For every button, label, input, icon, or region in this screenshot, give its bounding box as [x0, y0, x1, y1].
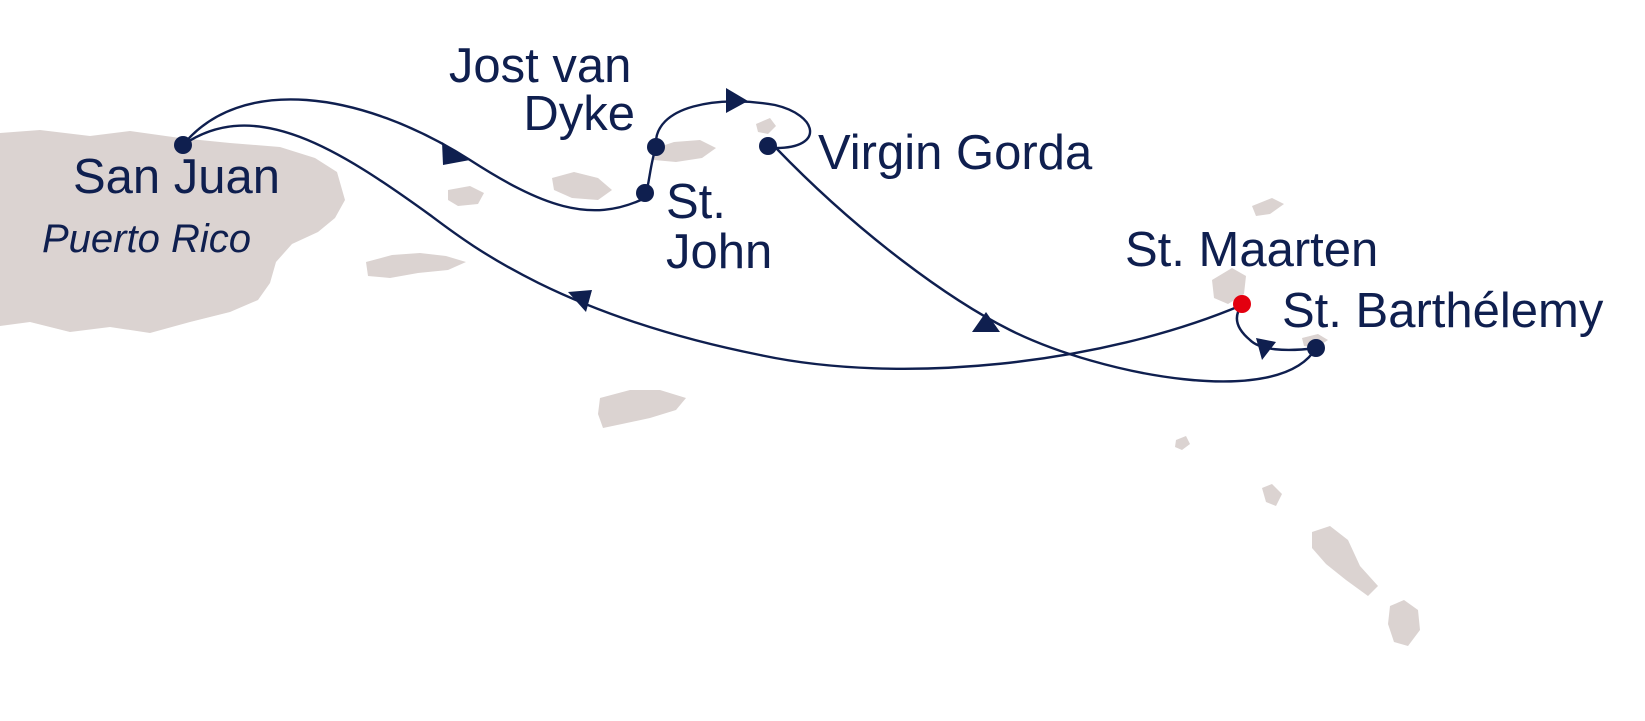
island-saba: [1175, 436, 1190, 450]
direction-arrow-icon: [568, 290, 592, 312]
puerto-rico-landmass: [0, 130, 345, 333]
island-st-eustatius: [1262, 484, 1282, 506]
island-tortola: [650, 140, 716, 162]
direction-arrow-icon: [1256, 338, 1276, 360]
port-label-st-barthelemy: St. Barthélemy: [1282, 284, 1604, 338]
port-marker-st-maarten: [1233, 295, 1251, 313]
route-arrows: [442, 88, 1276, 360]
port-marker-virgin-gorda: [759, 137, 777, 155]
labels: Puerto Rico San Juan Jost van Dyke St. J…: [42, 39, 1604, 338]
island-st-thomas: [552, 172, 612, 200]
island-anguilla: [1252, 198, 1284, 216]
port-marker-jost-van-dyke: [647, 138, 665, 156]
port-markers: [174, 136, 1325, 357]
port-marker-san-juan: [174, 136, 192, 154]
port-label-jost-van-dyke: Jost van Dyke: [449, 39, 645, 141]
land-masses: [0, 118, 1420, 646]
route-virgin-gorda-to-st-barthelemy: [774, 146, 1318, 383]
island-culebra: [448, 186, 484, 206]
port-label-virgin-gorda: Virgin Gorda: [818, 126, 1093, 180]
island-virgin-gorda: [756, 118, 776, 134]
direction-arrow-icon: [726, 88, 748, 113]
port-label-st-john: St. John: [666, 175, 772, 279]
island-st-maarten: [1212, 268, 1246, 304]
region-label-puerto-rico: Puerto Rico: [42, 217, 251, 261]
route-jost-van-dyke-to-virgin-gorda: [654, 100, 812, 150]
port-label-st-maarten: St. Maarten: [1125, 223, 1378, 277]
island-nevis: [1388, 600, 1420, 646]
island-st-kitts-nevis: [1312, 526, 1378, 596]
direction-arrow-icon: [442, 142, 470, 165]
port-marker-st-john: [636, 184, 654, 202]
port-marker-st-barthelemy: [1307, 339, 1325, 357]
island-vieques: [366, 253, 466, 278]
island-st-croix: [598, 390, 686, 428]
port-label-san-juan: San Juan: [73, 150, 280, 204]
route-st-barthelemy-to-st-maarten: [1235, 303, 1318, 352]
direction-arrow-icon: [972, 312, 1000, 332]
